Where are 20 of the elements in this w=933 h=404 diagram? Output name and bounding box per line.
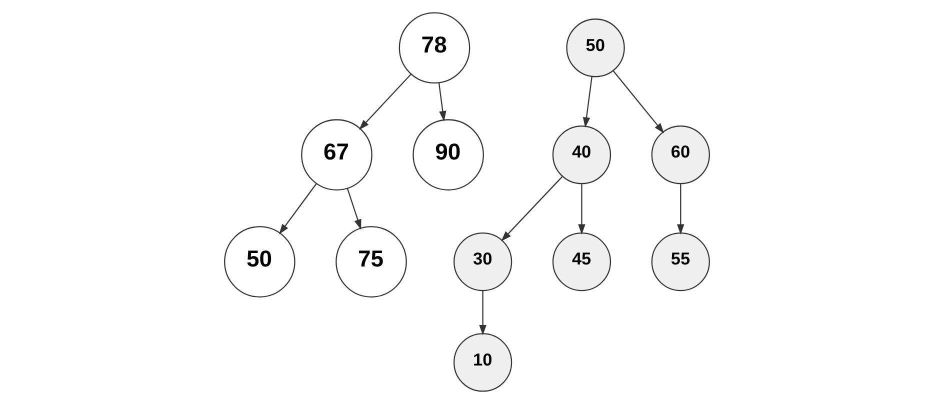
node-circle: 78 bbox=[398, 12, 470, 84]
node-circle: 75 bbox=[335, 226, 406, 298]
arrow bbox=[582, 76, 592, 128]
arrow bbox=[358, 74, 411, 130]
arrow bbox=[500, 176, 562, 242]
arrow bbox=[346, 188, 361, 230]
node-circle: 50 bbox=[566, 18, 624, 78]
arrow bbox=[438, 82, 446, 122]
node-circle: 60 bbox=[650, 126, 710, 184]
node-circle: 90 bbox=[412, 119, 484, 190]
arrow bbox=[578, 184, 585, 235]
node-circle: 45 bbox=[552, 232, 611, 292]
arrow bbox=[278, 183, 316, 234]
node-circle: 55 bbox=[650, 232, 710, 292]
arrow bbox=[478, 290, 486, 336]
node-circle: 50 bbox=[224, 226, 295, 298]
node-circle: 40 bbox=[552, 126, 611, 184]
node-circle: 10 bbox=[452, 333, 512, 392]
arrow bbox=[612, 70, 664, 134]
arrow bbox=[676, 184, 684, 235]
